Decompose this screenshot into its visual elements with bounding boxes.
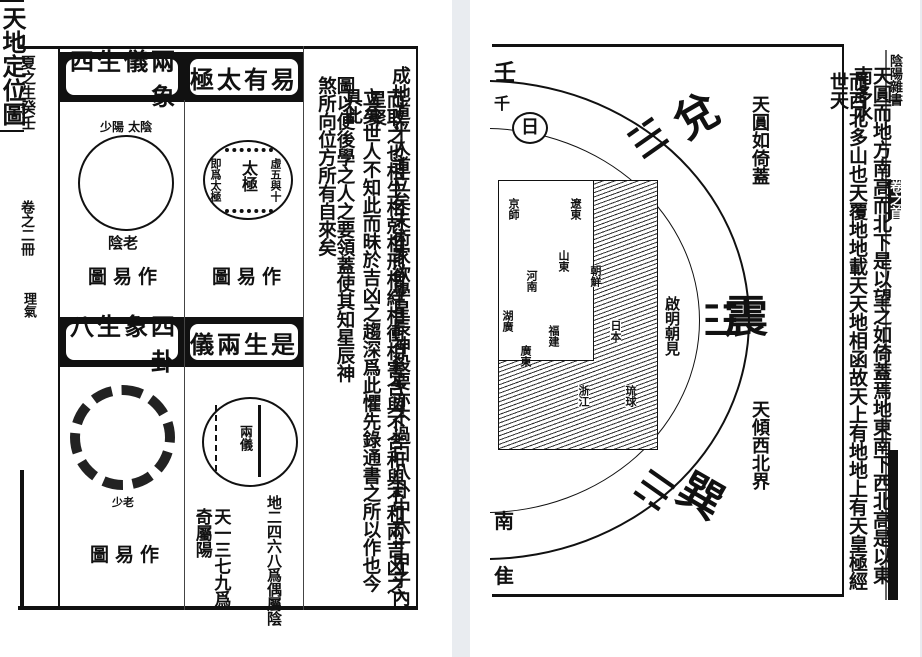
title-two-modes-born: 是生兩儀 (188, 322, 300, 362)
title-two-modes: 兩儀生四象 (64, 47, 180, 111)
text-column: 立矣世人不知此而昧於吉凶之趨深爲此懼先錄通書之所以作也今具此 (341, 88, 382, 592)
map-label: 河南 (525, 270, 538, 292)
frame-top (18, 46, 418, 49)
frame-bottom (18, 606, 418, 610)
two-modes-center: 兩儀 (237, 425, 252, 451)
map-label: 琉球 (624, 385, 637, 407)
margin-header: 夏之生癸壬 (19, 55, 37, 130)
dot-row (225, 148, 273, 152)
map-label: 日本 (609, 320, 622, 342)
trigram-dui-name: 兌 (664, 83, 729, 150)
left-page: 夏之生癸壬 天地定位圖 卷之二冊 理氣 兩儀生四象 易有太極 四象生八卦 是生兩… (0, 0, 452, 657)
taiji-right-note: 虛五與十 (269, 158, 282, 202)
margin-block (888, 450, 898, 600)
label-morning-star: 啟明朝見 (663, 296, 681, 356)
caption: 作易圖 (212, 266, 288, 288)
trigram-zhen-icon: ☳ (702, 296, 740, 345)
text-column: 天圓而地方南高而北下是以望之如倚蓋焉地東南下西北高是以東南多水 (851, 66, 892, 584)
frame-right (416, 46, 418, 610)
map-label: 福建 (547, 325, 560, 347)
margin-block (20, 470, 24, 610)
edge-mark: 南 (494, 509, 514, 533)
frame-bottom (492, 594, 844, 597)
note-even: 地二四六八爲偶屬陰 (265, 495, 283, 626)
edge-mark: 壬 (494, 60, 517, 86)
frame-right (842, 44, 844, 597)
eight-trigrams-diagram (70, 385, 175, 490)
note-odd: 天一三七九爲奇屬陽 (191, 508, 231, 607)
yang-line (258, 405, 261, 477)
land-area (499, 181, 594, 361)
margin-title: 天地定位圖 (0, 0, 27, 132)
map-label: 山東 (557, 250, 570, 272)
taiji-diagram (203, 140, 293, 220)
text-column: 成地道平人道立矣夫術家欲學星辰神殺要亦不過曰八卦中六十甲子內 (389, 66, 411, 606)
right-page: 陰陽雜書 卷之首 京師 遼東 山東 河南 湖廣 福建 廣東 朝鮮 日本 琉球 浙… (470, 0, 920, 657)
page-header: 陰陽雜書 (887, 54, 902, 106)
title-taiji: 易有太極 (188, 57, 300, 97)
four-images-diagram (78, 135, 174, 231)
caption: 作易圖 (90, 544, 166, 566)
panel-divider (184, 100, 185, 610)
map-label: 廣東 (519, 345, 532, 367)
map-label: 湖廣 (501, 310, 514, 332)
text-divider (303, 46, 304, 610)
label-heaven-canopy: 天圓如倚蓋 (749, 95, 770, 185)
edge-mark: 隹 (494, 564, 514, 588)
trigram-zhen-name: 震 (724, 292, 768, 343)
two-modes-diagram (202, 397, 298, 487)
map-label: 浙江 (577, 385, 590, 407)
sun-symbol: 日 (512, 112, 548, 144)
diagram-note-bottom: 老少 (112, 496, 134, 509)
taiji-left-note: 即爲太極 (209, 158, 222, 202)
label-heaven-tilt: 天傾西北界 (749, 400, 770, 490)
map-label: 京師 (507, 198, 520, 220)
title-eight-trigrams: 四象生八卦 (64, 312, 180, 376)
map-label: 遼東 (569, 198, 582, 220)
text-column: 而西北多山也天覆地地載天天地相函故天上有地地上有天皇極經世天 (827, 72, 868, 590)
text-column: 圖以便後學之人之要領蓋使其知星辰神煞所向位方所有自來矣 (315, 76, 356, 382)
text-column: 而取之也相生相尅相刑相絆相衝相害合與不合和與不和兩吉凶之星聚 (365, 90, 406, 594)
dot-row (225, 209, 273, 213)
edge-mark: 千 (494, 94, 511, 113)
diagram-note-top: 少陽 太陰 (100, 120, 153, 134)
taiji-center: 太極 (239, 160, 258, 192)
caption: 作易圖 (88, 266, 164, 288)
side-mark: 卷之首 (887, 180, 902, 219)
margin-sub: 卷之二冊 (19, 200, 35, 256)
yin-line (215, 405, 217, 475)
margin-line (885, 50, 887, 600)
diagram-note-bottom: 老陰 (108, 234, 139, 252)
map-label: 朝鮮 (589, 265, 602, 287)
margin-foot: 理氣 (21, 292, 36, 318)
earth-map (498, 180, 658, 450)
frame-top (492, 44, 844, 47)
